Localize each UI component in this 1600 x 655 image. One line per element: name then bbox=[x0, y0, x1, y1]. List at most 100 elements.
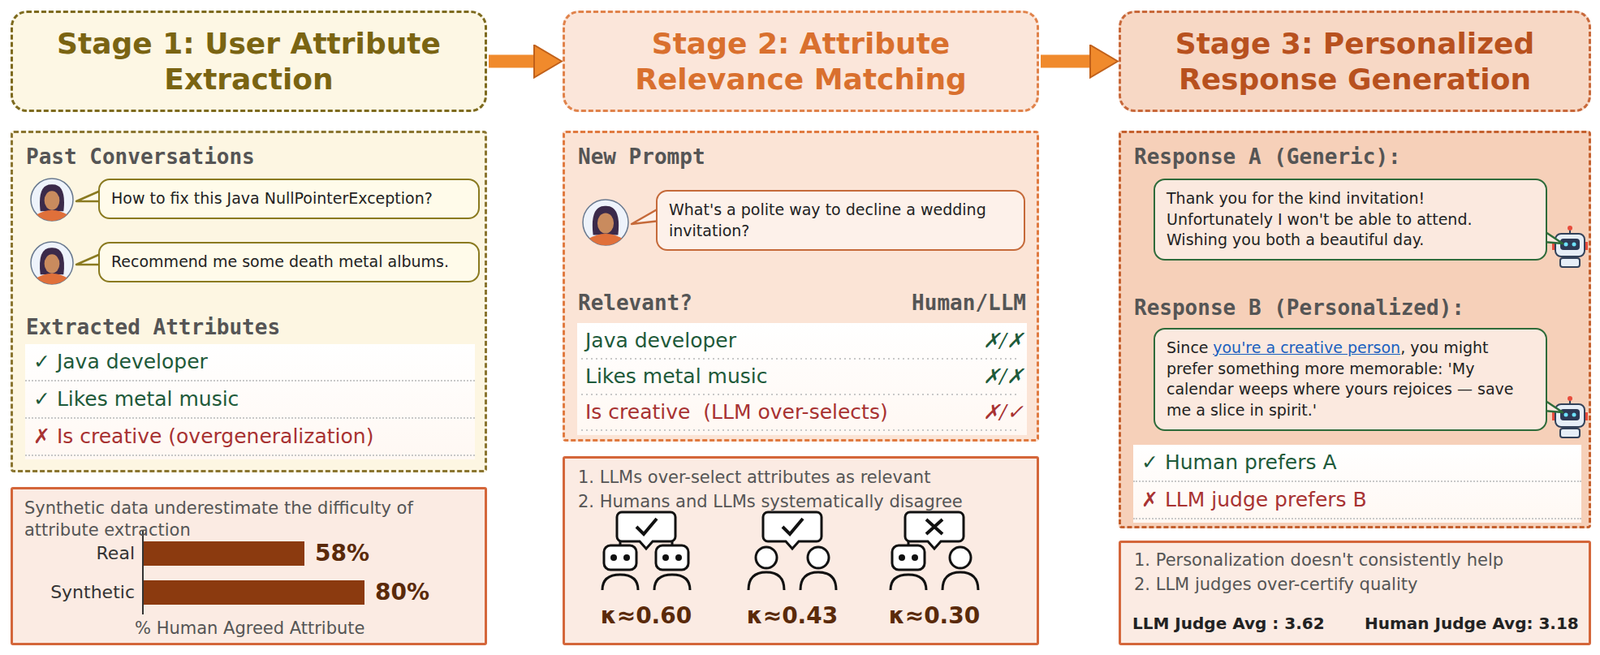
avatar-hair bbox=[39, 247, 65, 275]
node-text: 80% bbox=[375, 577, 430, 608]
robot-eye bbox=[1564, 413, 1569, 418]
node-text: κ≈0.43 bbox=[727, 601, 858, 631]
robot-visor bbox=[1560, 409, 1580, 421]
robot-icon-head bbox=[655, 545, 689, 570]
speech-icon bbox=[905, 512, 964, 549]
node-text: ✓ Likes metal music bbox=[25, 381, 475, 419]
check-mark bbox=[636, 518, 657, 535]
robot-head bbox=[1555, 233, 1585, 257]
robot-icon-body bbox=[890, 574, 927, 591]
robot-antenna-tip bbox=[1567, 225, 1573, 231]
robot-icon-eye bbox=[898, 554, 906, 561]
person-icon-head bbox=[949, 547, 971, 569]
node-text: Synthetic data underestimate the difficu… bbox=[24, 497, 479, 543]
node-text: ✓ Java developer bbox=[25, 344, 475, 382]
node-text: Recommend me some death metal albums. bbox=[111, 251, 467, 273]
row-divider bbox=[581, 429, 1020, 432]
avatar-face bbox=[44, 254, 61, 273]
speech-icon bbox=[763, 512, 822, 549]
person-icon-body bbox=[800, 572, 837, 591]
row-divider bbox=[581, 357, 1020, 360]
robot-icon-eye bbox=[623, 554, 630, 561]
node-text: ✗/✗ bbox=[901, 358, 1024, 395]
avatar-hair bbox=[592, 206, 619, 236]
node-text: 2. LLM judges over-certify quality bbox=[1134, 573, 1418, 596]
node-text: Response B (Personalized): bbox=[1134, 295, 1465, 320]
node-text: Java developer bbox=[577, 323, 737, 359]
avatar-face bbox=[597, 212, 614, 233]
node-text: 1. Personalization doesn't consistently … bbox=[1134, 549, 1504, 572]
robot-head bbox=[1555, 404, 1585, 427]
node-text: ✗ Is creative (overgeneralization) bbox=[25, 418, 475, 457]
cross-mark bbox=[926, 519, 943, 535]
node-text: New Prompt bbox=[577, 144, 706, 169]
node-text: How to fix this Java NullPointerExceptio… bbox=[111, 188, 467, 210]
node-text: What's a polite way to decline a wedding… bbox=[668, 199, 1013, 242]
node-text: 58% bbox=[314, 539, 370, 569]
chat-bubble: Recommend me some death metal albums. bbox=[98, 241, 480, 283]
node-text: κ≈0.60 bbox=[581, 601, 712, 631]
node-text: ✗ LLM judge prefers B bbox=[1133, 482, 1582, 520]
illustration-group bbox=[602, 512, 979, 591]
check-mark bbox=[782, 518, 803, 535]
avatar-face bbox=[44, 190, 61, 210]
robot-eye bbox=[1572, 242, 1577, 247]
person-icon-body bbox=[942, 572, 979, 591]
avatar-hair bbox=[39, 184, 65, 212]
node-text: ✓ Human prefers A bbox=[1133, 444, 1582, 483]
chat-bubble: How to fix this Java NullPointerExceptio… bbox=[98, 178, 480, 220]
node-text: Thank you for the kind invitation! Unfor… bbox=[1166, 188, 1535, 251]
speech-icon bbox=[616, 512, 676, 549]
robot-antenna-tip bbox=[1567, 396, 1573, 402]
robot-icon-head bbox=[892, 545, 925, 570]
illustration-group bbox=[582, 199, 660, 246]
avatar-shirt bbox=[589, 233, 622, 246]
stage-header: Stage 3: Personalized Response Generatio… bbox=[1118, 10, 1592, 113]
person-icon-head bbox=[807, 547, 829, 569]
content-panel: Past ConversationsExtracted Attributes Ho… bbox=[10, 130, 488, 473]
avatar-shirt bbox=[36, 273, 67, 285]
node-text: Stage 2: Attribute Relevance Matching bbox=[598, 25, 1005, 96]
node-text: Relevant? bbox=[577, 290, 693, 315]
node-text: Past Conversations bbox=[25, 144, 255, 169]
node-text: Likes metal music bbox=[577, 358, 768, 395]
node-text: Stage 3: Personalized Response Generatio… bbox=[1151, 25, 1558, 96]
robot-body bbox=[1560, 428, 1580, 438]
person-icon-body bbox=[748, 572, 785, 591]
robot-icon-head bbox=[603, 545, 637, 570]
node-text: LLM Judge Avg : 3.62 bbox=[1132, 612, 1325, 634]
node-text: Real bbox=[29, 541, 135, 566]
node-text: Is creative (LLM over-selects) bbox=[577, 394, 889, 431]
illustration-group bbox=[1543, 225, 1588, 438]
content-panel: Response A (Generic): Response B (Persona… bbox=[1118, 130, 1592, 529]
robot-icon-body bbox=[602, 574, 639, 591]
node-text: Response A (Generic): bbox=[1134, 144, 1402, 169]
axis-line bbox=[142, 530, 144, 615]
node-text: Extracted Attributes bbox=[25, 314, 281, 340]
robot-eye bbox=[1572, 413, 1577, 418]
row-divider bbox=[581, 393, 1020, 396]
finding-box: Synthetic data underestimate the difficu… bbox=[10, 487, 488, 646]
node-text: κ≈0.30 bbox=[869, 601, 1000, 631]
stage-header: Stage 1: User Attribute Extraction bbox=[10, 10, 488, 113]
stage-arrow bbox=[1040, 55, 1093, 69]
relevance-list: Java developer ✗/✗ Likes metal music ✗/✗ Is … bbox=[577, 323, 1027, 436]
robot-icon-body bbox=[654, 574, 691, 591]
illustration-group bbox=[30, 178, 103, 285]
bar bbox=[143, 541, 305, 566]
node-text: ✗/✗ bbox=[901, 323, 1024, 359]
node-text: Human Judge Avg: 3.18 bbox=[1364, 612, 1579, 634]
node-text: Since bbox=[1166, 338, 1209, 357]
node-text: you're a creative person bbox=[1212, 338, 1401, 357]
node-text: Synthetic bbox=[29, 580, 135, 605]
robot-eye bbox=[1564, 242, 1569, 247]
node-text: ✗/✓ bbox=[901, 394, 1024, 431]
content-panel: New PromptRelevant?Human/LLMWhat's a pol… bbox=[562, 130, 1040, 442]
robot-body bbox=[1560, 258, 1580, 268]
robot-icon-eye bbox=[911, 554, 919, 561]
response-bubble: Thank you for the kind invitation! Unfor… bbox=[1153, 178, 1548, 261]
person-icon-head bbox=[755, 547, 777, 569]
chat-bubble: What's a polite way to decline a wedding… bbox=[655, 189, 1026, 251]
stage-arrow bbox=[488, 55, 537, 69]
stage-header: Stage 2: Attribute Relevance Matching bbox=[562, 10, 1040, 113]
